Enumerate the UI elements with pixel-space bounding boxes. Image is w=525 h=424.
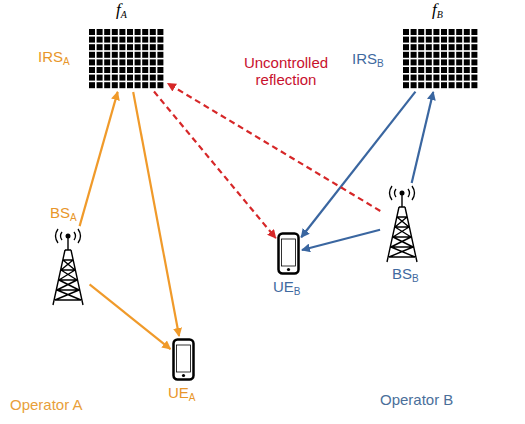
tree [448,170,469,195]
tree [18,152,39,177]
grid-shape [402,28,480,90]
tree [52,160,73,185]
frequency-label: fB [432,0,443,20]
node-label: Operator B [380,391,453,408]
base-station: BSA [48,228,88,306]
building [290,116,318,144]
node-label: IRSA [38,48,70,65]
base-station: BSB [382,185,422,263]
tree [362,276,383,301]
irs-panel: IRSB [402,28,480,90]
tree [86,308,107,333]
tower-shape [382,185,422,263]
interference-path [154,92,276,239]
node-label: IRSB [352,50,384,67]
node-label: UEB [273,278,301,295]
signal-path [302,230,380,250]
frequency-label: fA [116,0,127,20]
annotation: Uncontrolled reflection [226,54,346,89]
irs-panel: IRSA [88,28,166,90]
phone-shape [172,338,195,381]
node-label: BSA [50,204,77,221]
reflection-loop [171,101,292,282]
tree [312,316,333,341]
signal-path [90,284,171,349]
tree [56,130,77,155]
signal-path [133,92,179,336]
tower-shape [48,228,88,306]
building [114,262,142,290]
signal-path [301,92,415,238]
user-equipment: UEA [172,338,195,381]
phone-shape [277,232,300,275]
node-label: UEA [168,384,196,401]
grid-shape [88,28,166,90]
operator-region: Operator BIRSBBSBUEB [262,55,512,415]
operator-region: Operator A IRSA BSA UEA [8,8,253,420]
signal-path [412,92,434,183]
loop-arrowhead [252,106,272,126]
signal-path [80,92,118,226]
node-label: Operator A [10,396,83,413]
user-equipment: UEB [277,232,300,275]
ellipse-shape [262,55,512,415]
node-label: BSB [392,265,419,282]
